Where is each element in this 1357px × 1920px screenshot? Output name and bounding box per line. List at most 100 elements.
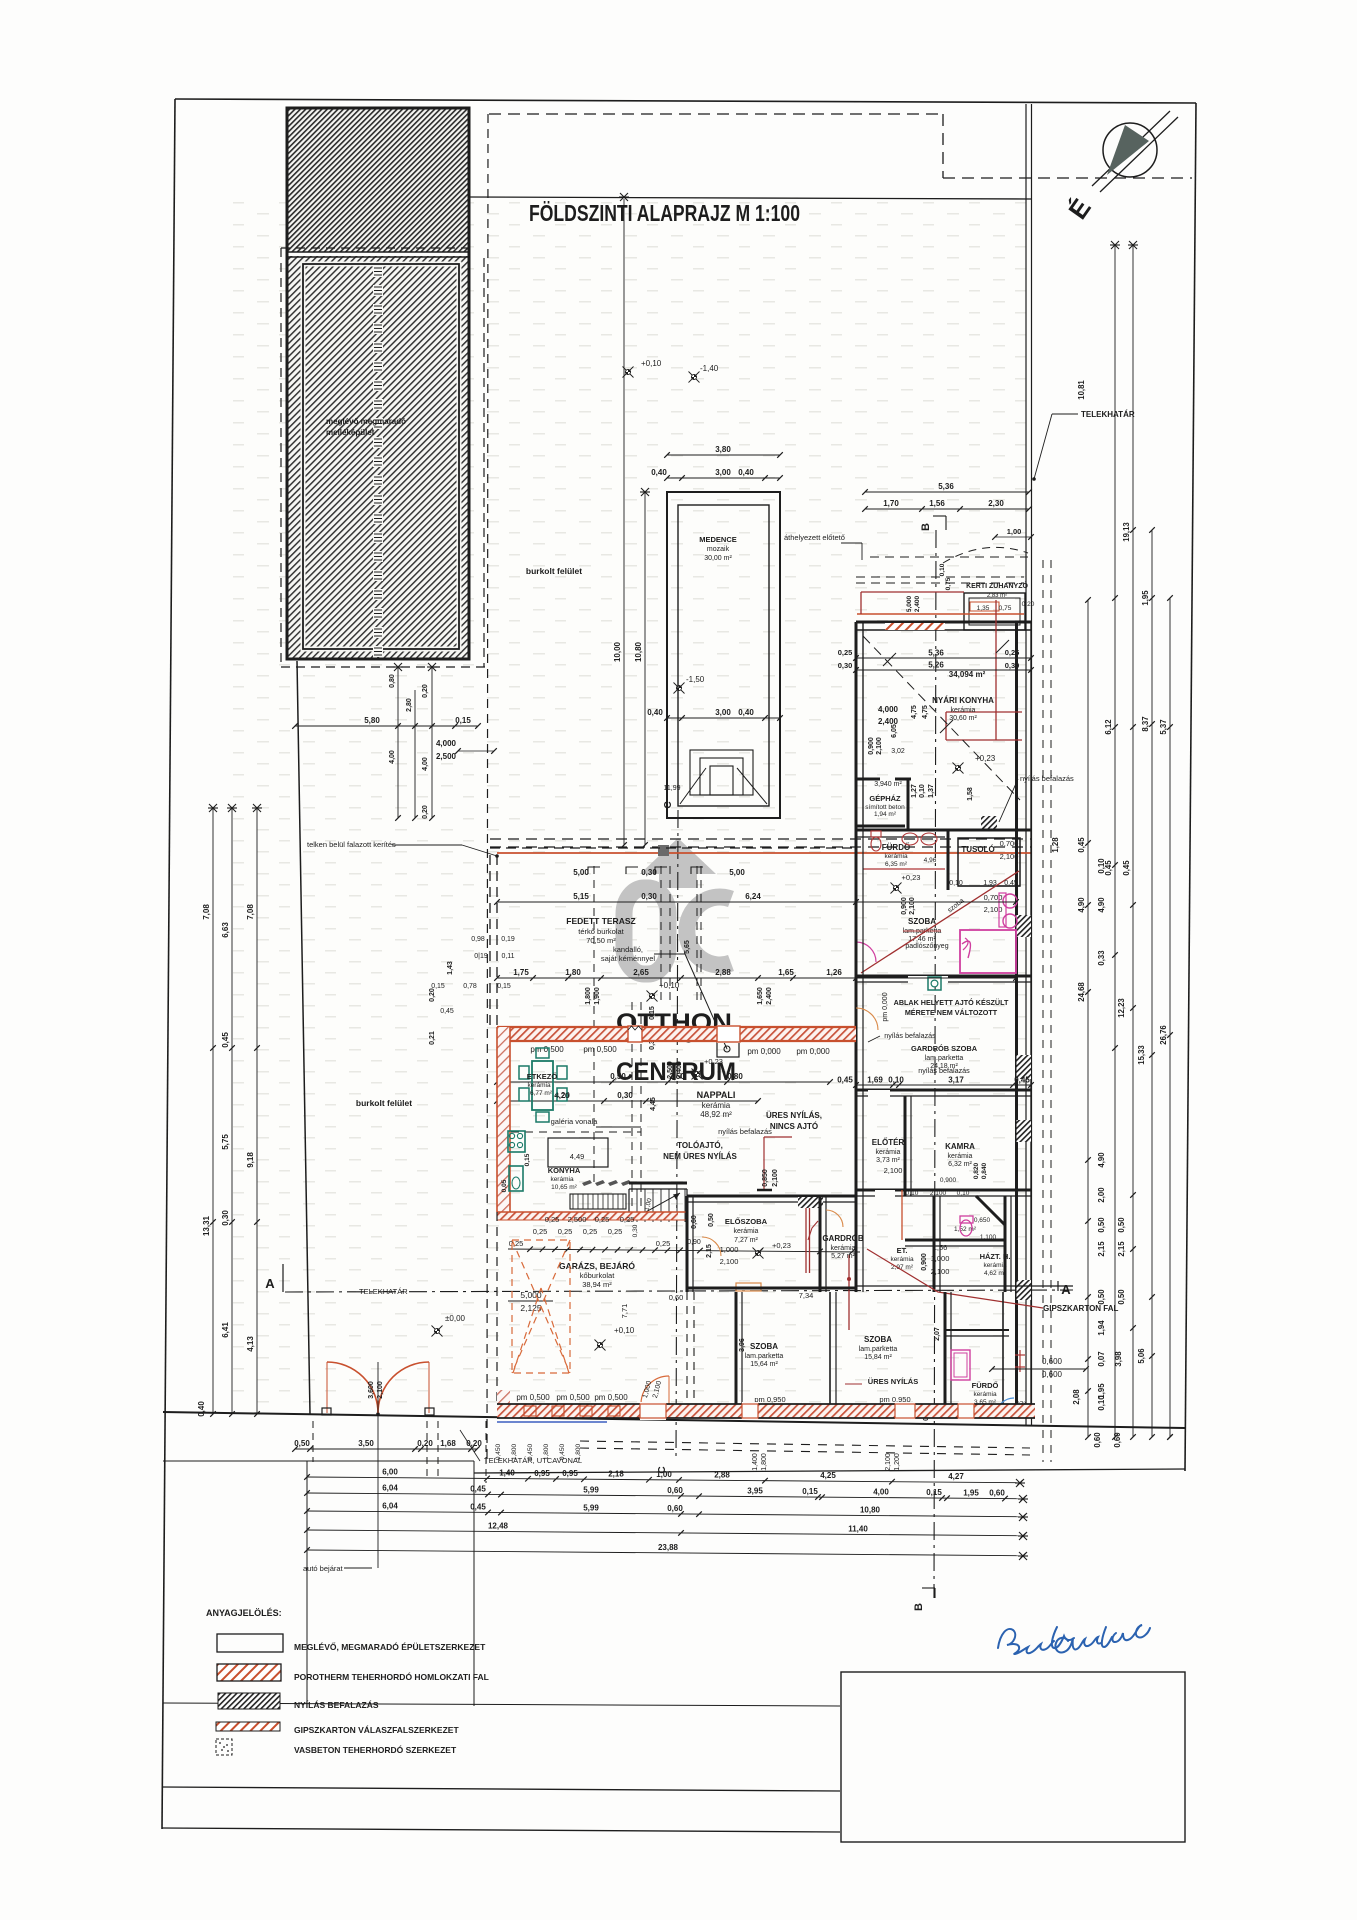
svg-text:GARDRÓB SZOBA: GARDRÓB SZOBA [911,1044,978,1053]
svg-text:3,17: 3,17 [948,1076,964,1085]
svg-text:MEGLÉVŐ, MEGMARADÓ ÉPÜLETSZERK: MEGLÉVŐ, MEGMARADÓ ÉPÜLETSZERKEZET [294,1641,486,1652]
svg-text:5,36: 5,36 [928,649,944,658]
svg-text:nyílás befalazás: nyílás befalazás [1020,774,1074,783]
svg-text:SZOBA: SZOBA [864,1335,892,1344]
svg-text:7,08: 7,08 [246,904,255,920]
svg-text:0,15: 0,15 [649,1006,656,1020]
svg-text:GARDRÓB: GARDRÓB [822,1234,864,1243]
svg-text:0,45: 0,45 [470,1484,486,1493]
svg-text:2,500: 2,500 [436,752,457,761]
svg-text:2,400: 2,400 [676,1061,683,1079]
svg-text:0,75: 0,75 [945,577,952,590]
svg-text:6,63: 6,63 [221,922,230,938]
svg-text:4,90: 4,90 [1097,897,1106,913]
svg-text:0,20: 0,20 [422,805,429,819]
svg-text:1,75: 1,75 [513,968,529,977]
svg-text:10,65 m²: 10,65 m² [551,1184,577,1191]
svg-text:burkolt felület: burkolt felület [526,566,582,576]
svg-text:2,88: 2,88 [715,968,731,977]
svg-text:6,32 m²: 6,32 m² [948,1161,972,1168]
svg-text:ELŐTÉR: ELŐTÉR [872,1138,905,1147]
svg-text:5,99: 5,99 [583,1503,599,1512]
svg-text:0,25: 0,25 [656,1239,671,1248]
svg-text:GIPSZKARTON FAL: GIPSZKARTON FAL [1043,1304,1119,1313]
svg-text:0,40: 0,40 [738,468,754,477]
svg-text:A: A [265,1276,275,1291]
svg-text:SZOBA: SZOBA [908,917,936,926]
svg-text:8,37: 8,37 [1141,716,1150,731]
svg-text:6,35 m²: 6,35 m² [885,861,908,868]
svg-text:7,08: 7,08 [202,904,211,920]
svg-text:FÜRDŐ: FÜRDŐ [972,1381,999,1390]
svg-text:+0,10: +0,10 [641,359,662,368]
svg-text:0,30: 0,30 [649,1036,656,1050]
svg-text:galéria vonala: galéria vonala [551,1117,599,1126]
svg-text:térkő burkolat: térkő burkolat [578,927,624,936]
svg-text:3,50: 3,50 [358,1439,374,1448]
svg-text:0,30: 0,30 [641,892,657,901]
svg-text:0,25: 0,25 [583,1227,598,1236]
svg-text:lam.parketta: lam.parketta [745,1353,784,1360]
svg-text:0,30: 0,30 [641,868,657,877]
svg-text:4,00: 4,00 [389,750,396,764]
svg-text:11,99: 11,99 [664,785,681,792]
svg-text:2,100: 2,100 [377,1381,384,1399]
svg-text:0,05: 0,05 [501,1179,508,1192]
svg-text:0,600: 0,600 [1042,1357,1063,1366]
svg-text:NYÍLÁS BEFALAZÁS: NYÍLÁS BEFALAZÁS [294,1700,379,1710]
svg-text:6,04: 6,04 [382,1484,398,1493]
svg-text:0,45: 0,45 [1122,860,1131,876]
svg-text:0,33: 0,33 [1097,950,1106,966]
svg-text:1,95: 1,95 [963,1488,979,1497]
svg-text:4,20: 4,20 [554,1091,570,1100]
svg-text:0,10: 0,10 [888,1076,904,1085]
svg-text:1,58: 1,58 [967,787,974,801]
svg-text:ANYAGJELÖLÉS:: ANYAGJELÖLÉS: [206,1608,282,1618]
svg-text:4,25: 4,25 [820,1471,836,1480]
svg-text:7,34: 7,34 [799,1291,814,1300]
svg-text:melléképület: melléképület [326,428,375,437]
svg-text:6,05: 6,05 [891,724,898,738]
svg-text:0,15: 0,15 [497,983,511,990]
svg-text:0,820: 0,820 [973,1162,980,1179]
svg-text:1,52 m²: 1,52 m² [954,1226,977,1233]
svg-text:17,46 m²: 17,46 m² [908,936,936,943]
svg-text:3,80: 3,80 [715,445,731,454]
svg-text:telken belül falazott kerítés: telken belül falazott kerítés [307,840,396,849]
svg-text:0,60: 0,60 [989,1489,1005,1498]
svg-text:1,00: 1,00 [644,1197,654,1211]
svg-text:1,68: 1,68 [440,1439,456,1448]
svg-text:2,100: 2,100 [909,897,916,915]
svg-text:0,19: 0,19 [501,936,515,943]
svg-text:2,00: 2,00 [1097,1187,1106,1203]
svg-text:2,100: 2,100 [652,1380,663,1399]
svg-text:0,20: 0,20 [1022,601,1035,608]
svg-text:4,75: 4,75 [922,705,929,719]
svg-text:5,00: 5,00 [729,868,745,877]
svg-text:GIPSZKARTON VÁLASZFALSZERKEZET: GIPSZKARTON VÁLASZFALSZERKEZET [294,1725,459,1735]
svg-text:19,13: 19,13 [1122,522,1131,542]
svg-text:0,50: 0,50 [1117,1289,1126,1305]
svg-text:0,850: 0,850 [762,1169,769,1187]
svg-text:1,900: 1,900 [594,987,601,1005]
svg-text:24,18 m²: 24,18 m² [930,1063,958,1070]
svg-text:kandalló,: kandalló, [613,945,643,954]
svg-text:1,00: 1,00 [656,1470,672,1479]
svg-text:15,33: 15,33 [1137,1045,1146,1065]
svg-text:3,00: 3,00 [715,708,731,717]
svg-text:pm 0,000: pm 0,000 [796,1047,830,1056]
svg-text:0,10: 0,10 [1097,1395,1106,1411]
svg-text:24,68: 24,68 [1077,982,1086,1002]
svg-text:±0,00: ±0,00 [445,1314,466,1323]
svg-text:10,80: 10,80 [860,1506,881,1515]
svg-text:0,60: 0,60 [691,1215,698,1229]
svg-text:4,000: 4,000 [436,739,457,748]
svg-text:0,45: 0,45 [1004,880,1018,887]
svg-text:0,900: 0,900 [901,897,908,915]
svg-text:3,96: 3,96 [739,1338,746,1352]
svg-text:0,21: 0,21 [429,1031,436,1045]
svg-text:2,400: 2,400 [766,987,773,1005]
svg-text:2,500: 2,500 [568,1215,587,1224]
svg-text:2,18: 2,18 [608,1470,624,1479]
svg-text:pm 0,500: pm 0,500 [530,1045,564,1054]
